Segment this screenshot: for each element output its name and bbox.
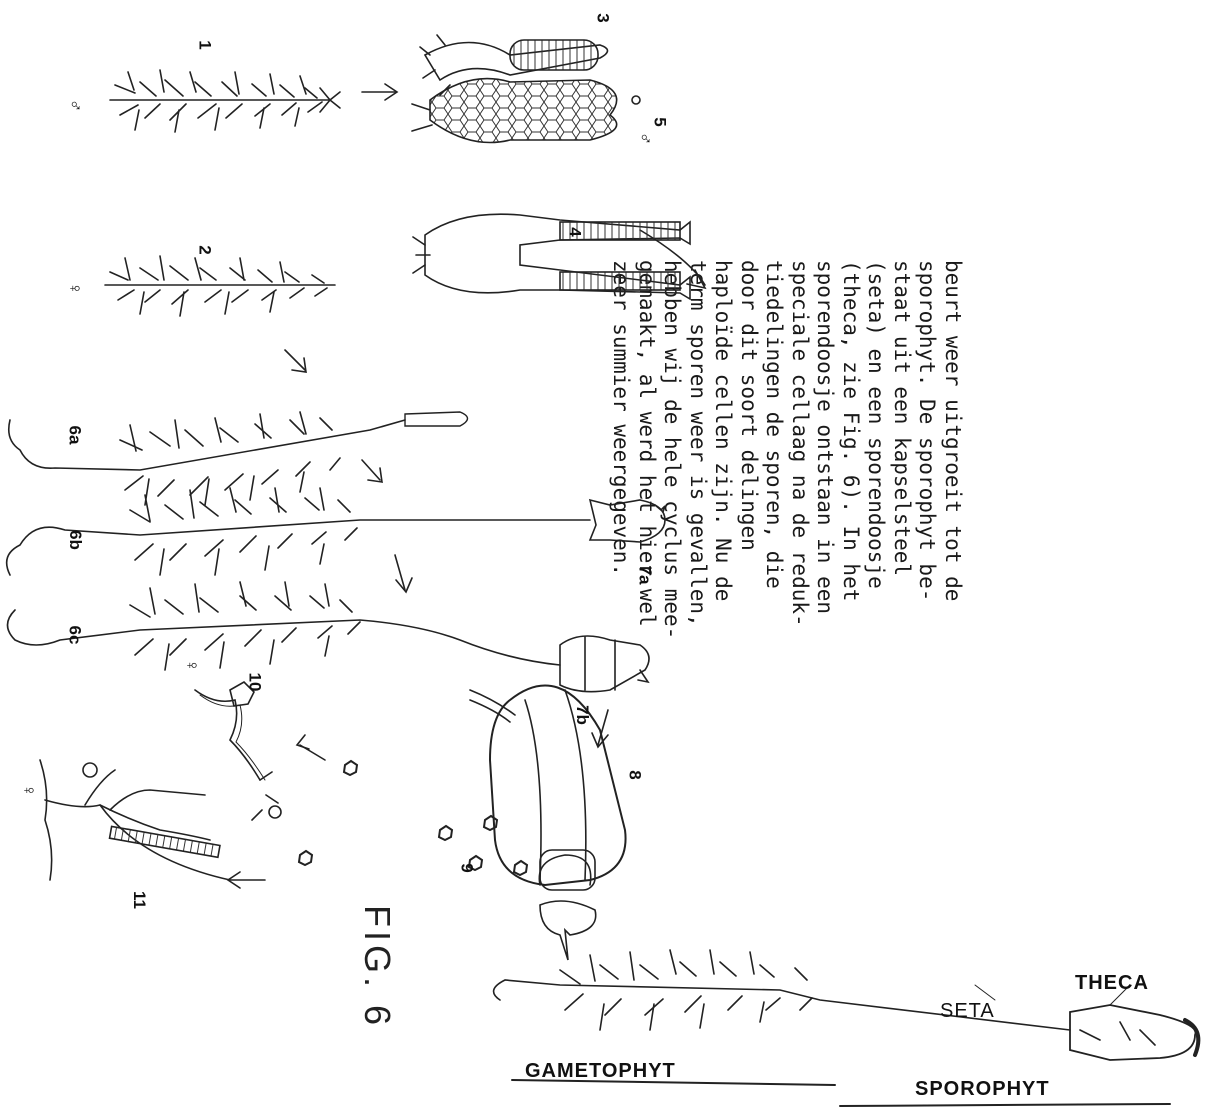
stage-number-9: 9 <box>457 863 477 872</box>
stage-number-2: 2 <box>195 245 215 254</box>
female-symbol: ♀ <box>64 282 85 296</box>
protonema-10-drawing <box>195 682 281 820</box>
female-plant-drawing <box>105 256 335 316</box>
stage-number-6b: 6b <box>65 530 85 550</box>
male-symbol: ♂ <box>64 99 85 113</box>
figure-label: FIG. 6 <box>356 905 398 1065</box>
female-symbol: ♀ <box>18 784 39 798</box>
sporophyt-label: SPOROPHYT <box>915 1078 1050 1101</box>
gametophyt-label: GAMETOPHYT <box>525 1060 676 1083</box>
stage-number-8: 8 <box>625 770 645 779</box>
stage-number-7b: 7b <box>572 705 592 725</box>
stage-number-1: 1 <box>195 40 215 49</box>
plant-6c-drawing <box>8 582 650 692</box>
stage-number-11: 11 <box>129 891 149 909</box>
arrow-2-to-6a <box>285 350 306 372</box>
capsule-8-drawing <box>470 685 626 890</box>
stage-number-10: 10 <box>244 673 264 692</box>
arrow-6a-to-6b <box>362 460 382 482</box>
stage-number-6a: 6a <box>64 426 84 445</box>
arrow-spore-to-11 <box>228 872 265 888</box>
operculum-drawing <box>540 901 596 960</box>
arrow-1-to-3 <box>362 84 397 100</box>
seta-label: SETA <box>940 1000 995 1023</box>
arrow-spore-to-10 <box>297 735 325 760</box>
protonema-11-drawing <box>40 760 230 880</box>
arrow-6b-to-6c <box>395 555 412 592</box>
archegonium-drawing <box>413 214 690 299</box>
male-symbol: ♂ <box>634 132 655 146</box>
sporophyt-underline <box>840 1104 1170 1106</box>
stage-number-7a: 7a <box>634 566 654 585</box>
stage-number-3: 3 <box>593 13 613 22</box>
spores-drawing <box>299 761 527 875</box>
antheridium-drawing <box>412 35 640 143</box>
female-symbol: ♀ <box>181 659 202 673</box>
stage-number-4: 4 <box>565 227 585 236</box>
stage-number-5: 5 <box>650 117 670 126</box>
plant-6b-drawing <box>7 488 665 575</box>
labeled-plant-drawing <box>494 950 1199 1060</box>
theca-label: THECA <box>1075 972 1149 995</box>
stage-number-6c: 6c <box>64 626 84 645</box>
male-plant-drawing <box>110 70 340 132</box>
